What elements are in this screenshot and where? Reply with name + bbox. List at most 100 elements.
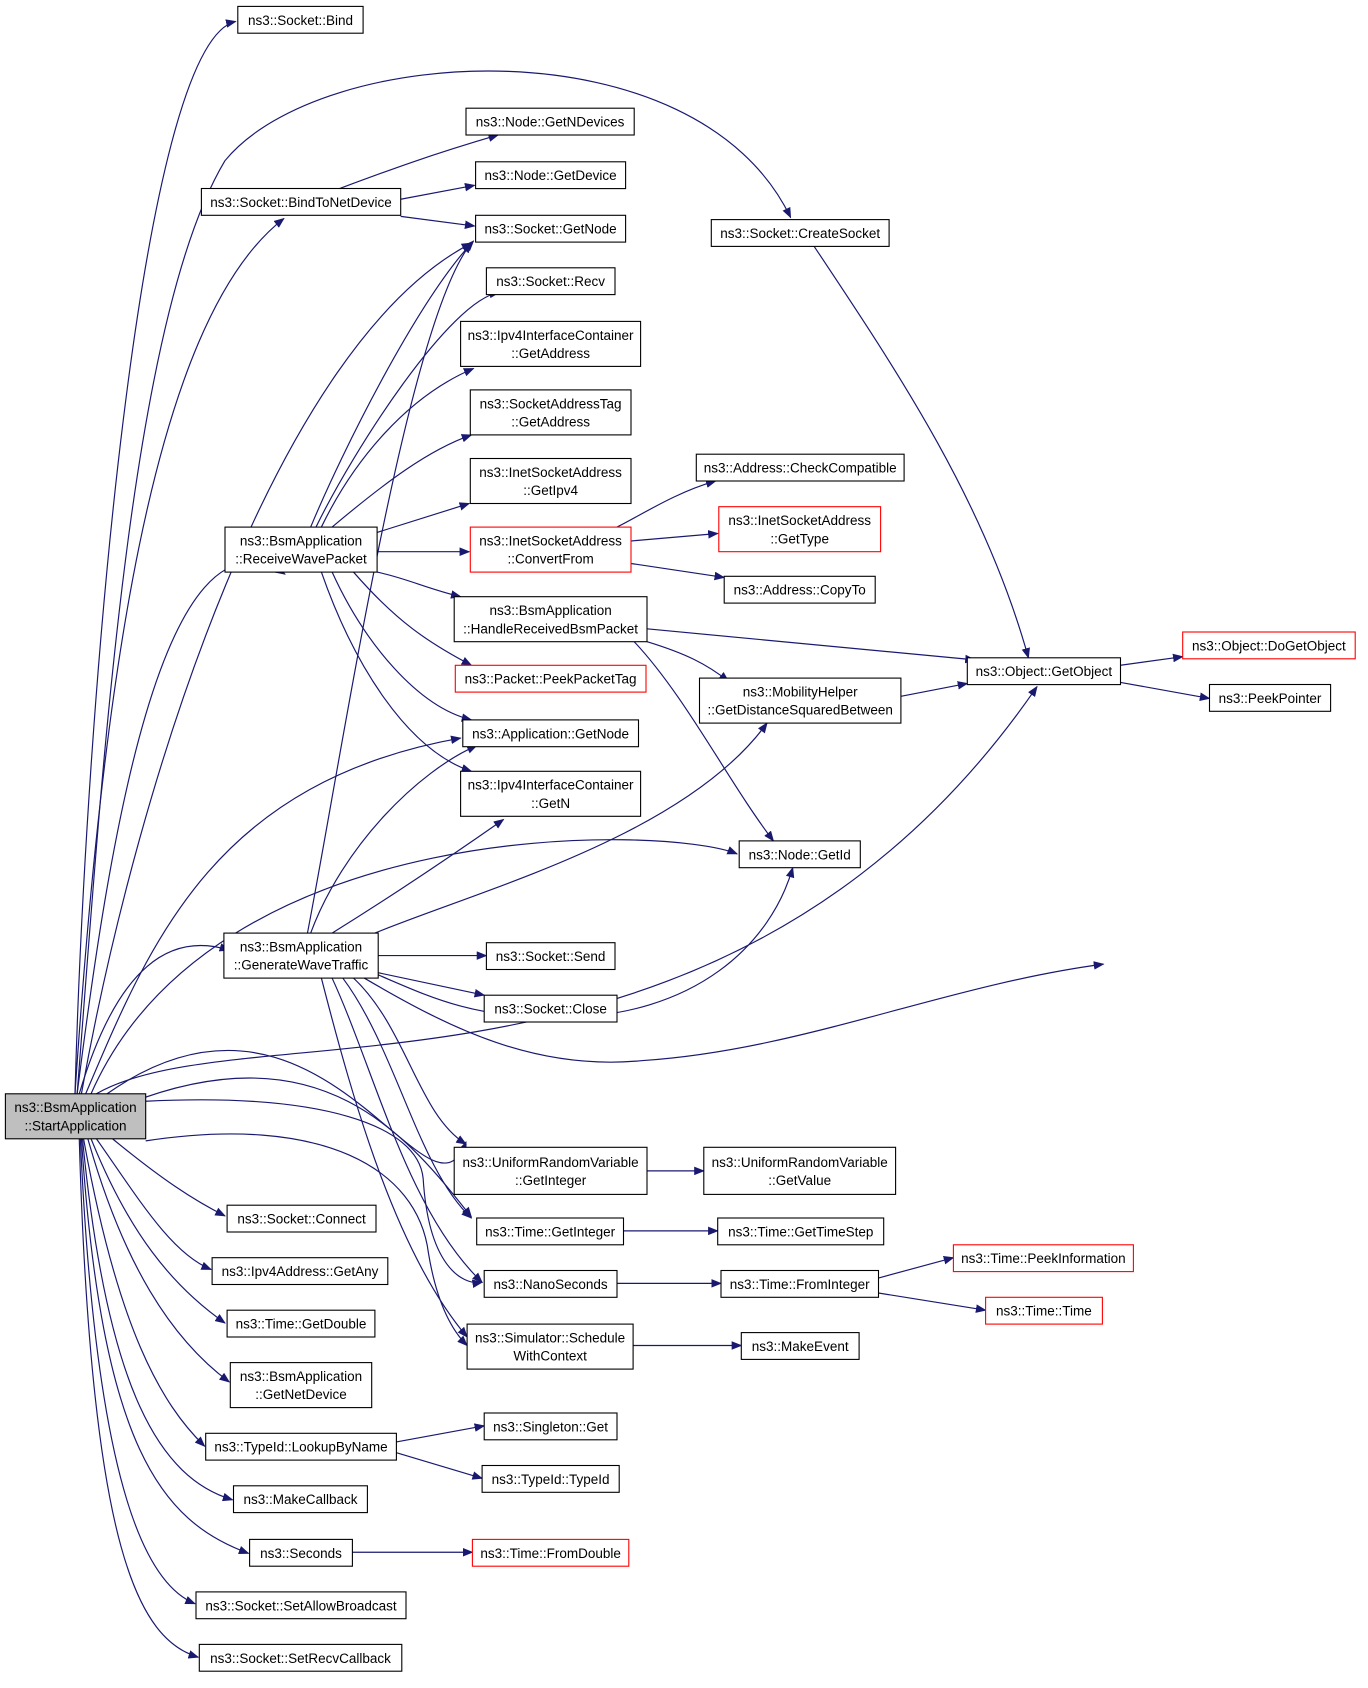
node-socket-recv[interactable]: ns3::Socket::Recv	[485, 267, 616, 296]
node-box[interactable]	[475, 214, 627, 243]
node-time-from-double[interactable]: ns3::Time::FromDouble	[471, 1538, 630, 1567]
node-typeid-typeid[interactable]: ns3::TypeId::TypeId	[481, 1464, 620, 1493]
node-box[interactable]	[1182, 631, 1356, 660]
node-root[interactable]: ns3::BsmApplication::StartApplication	[4, 1093, 147, 1140]
node-object-get-object[interactable]: ns3::Object::GetObject	[966, 657, 1122, 686]
node-box[interactable]	[229, 1362, 373, 1409]
node-box[interactable]	[476, 1217, 625, 1246]
node-box[interactable]	[985, 1296, 1103, 1325]
node-box[interactable]	[195, 1591, 407, 1620]
node-create-socket[interactable]: ns3::Socket::CreateSocket	[710, 219, 890, 247]
node-ipv4ic-get-address[interactable]: ns3::Ipv4InterfaceContainer::GetAddress	[460, 320, 642, 367]
node-time-time[interactable]: ns3::Time::Time	[985, 1296, 1103, 1325]
node-node-get-n-devices[interactable]: ns3::Node::GetNDevices	[465, 107, 635, 136]
node-make-event[interactable]: ns3::MakeEvent	[740, 1332, 860, 1360]
node-time-get-integer[interactable]: ns3::Time::GetInteger	[476, 1217, 625, 1246]
node-box[interactable]	[211, 1257, 389, 1286]
node-isa-get-type[interactable]: ns3::InetSocketAddress::GetType	[718, 506, 882, 553]
node-node-get-device[interactable]: ns3::Node::GetDevice	[475, 161, 627, 190]
node-box[interactable]	[198, 1643, 403, 1672]
node-box[interactable]	[4, 1093, 147, 1140]
node-box[interactable]	[469, 389, 632, 436]
node-ipv4ic-get-n[interactable]: ns3::Ipv4InterfaceContainer::GetN	[460, 770, 642, 817]
node-box[interactable]	[717, 1217, 885, 1246]
node-node-get-id[interactable]: ns3::Node::GetId	[738, 840, 861, 869]
node-box[interactable]	[237, 5, 364, 34]
node-socket-connect[interactable]: ns3::Socket::Connect	[226, 1204, 377, 1233]
node-box[interactable]	[952, 1244, 1134, 1273]
node-box[interactable]	[469, 526, 632, 573]
node-box[interactable]	[469, 457, 632, 505]
node-box[interactable]	[466, 1323, 634, 1370]
node-socket-set-allow-broadcast[interactable]: ns3::Socket::SetAllowBroadcast	[195, 1591, 407, 1620]
node-box[interactable]	[453, 596, 648, 643]
node-address-check-compatible[interactable]: ns3::Address::CheckCompatible	[695, 453, 905, 482]
node-handle-received-bsm[interactable]: ns3::BsmApplication::HandleReceivedBsmPa…	[453, 596, 648, 643]
node-box[interactable]	[720, 1269, 880, 1298]
node-box[interactable]	[966, 657, 1122, 686]
node-box[interactable]	[232, 1485, 368, 1514]
node-nano-seconds[interactable]: ns3::NanoSeconds	[483, 1269, 618, 1298]
node-box[interactable]	[223, 932, 379, 979]
node-box[interactable]	[460, 770, 642, 817]
node-box[interactable]	[710, 219, 890, 247]
node-box[interactable]	[483, 994, 618, 1023]
node-box[interactable]	[465, 107, 635, 136]
node-mobility-distance[interactable]: ns3::MobilityHelper::GetDistanceSquaredB…	[698, 677, 902, 724]
node-application-get-node[interactable]: ns3::Application::GetNode	[462, 719, 640, 748]
node-typeid-lookup[interactable]: ns3::TypeId::LookupByName	[205, 1432, 397, 1461]
node-box[interactable]	[738, 840, 861, 869]
node-box[interactable]	[481, 1464, 620, 1493]
node-box[interactable]	[718, 506, 882, 553]
node-urv-get-integer[interactable]: ns3::UniformRandomVariable::GetInteger	[453, 1146, 648, 1195]
node-time-get-time-step[interactable]: ns3::Time::GetTimeStep	[717, 1217, 885, 1246]
node-box[interactable]	[462, 719, 640, 748]
node-socket-set-recv-callback[interactable]: ns3::Socket::SetRecvCallback	[198, 1643, 403, 1672]
node-isa-get-ipv4[interactable]: ns3::InetSocketAddress::GetIpv4	[469, 457, 632, 505]
node-box[interactable]	[249, 1538, 353, 1567]
node-address-copy-to[interactable]: ns3::Address::CopyTo	[723, 575, 876, 604]
node-box[interactable]	[485, 942, 616, 971]
node-box[interactable]	[485, 267, 616, 296]
node-seconds[interactable]: ns3::Seconds	[249, 1538, 353, 1567]
node-box[interactable]	[205, 1432, 397, 1461]
node-ipv4-get-any[interactable]: ns3::Ipv4Address::GetAny	[211, 1257, 389, 1286]
node-time-peek-information[interactable]: ns3::Time::PeekInformation	[952, 1244, 1134, 1273]
node-socket-send[interactable]: ns3::Socket::Send	[485, 942, 616, 971]
node-bind-to-net-device[interactable]: ns3::Socket::BindToNetDevice	[200, 187, 402, 216]
node-box[interactable]	[454, 664, 647, 693]
node-box[interactable]	[471, 1538, 630, 1567]
node-box[interactable]	[698, 677, 902, 724]
node-receive-wave-packet[interactable]: ns3::BsmApplication::ReceiveWavePacket	[224, 526, 378, 573]
node-bind[interactable]: ns3::Socket::Bind	[237, 5, 364, 34]
node-box[interactable]	[695, 453, 905, 482]
node-time-get-double[interactable]: ns3::Time::GetDouble	[226, 1309, 376, 1338]
node-time-from-integer[interactable]: ns3::Time::FromInteger	[720, 1269, 880, 1298]
node-box[interactable]	[740, 1332, 860, 1360]
node-box[interactable]	[475, 161, 627, 190]
node-make-callback[interactable]: ns3::MakeCallback	[232, 1485, 368, 1514]
node-socket-get-node[interactable]: ns3::Socket::GetNode	[475, 214, 627, 243]
node-box[interactable]	[483, 1412, 618, 1441]
node-isa-convert-from[interactable]: ns3::InetSocketAddress::ConvertFrom	[469, 526, 632, 573]
node-box[interactable]	[453, 1146, 648, 1195]
node-packet-peek-tag[interactable]: ns3::Packet::PeekPacketTag	[454, 664, 647, 693]
node-peek-pointer[interactable]: ns3::PeekPointer	[1208, 683, 1332, 712]
node-box[interactable]	[200, 187, 402, 216]
node-sat-get-address[interactable]: ns3::SocketAddressTag::GetAddress	[469, 389, 632, 436]
node-box[interactable]	[226, 1204, 377, 1233]
node-box[interactable]	[224, 526, 378, 573]
node-box[interactable]	[723, 575, 876, 604]
node-socket-close[interactable]: ns3::Socket::Close	[483, 994, 618, 1023]
node-bsm-get-net-device[interactable]: ns3::BsmApplication::GetNetDevice	[229, 1362, 373, 1409]
node-object-do-get-object[interactable]: ns3::Object::DoGetObject	[1182, 631, 1356, 660]
node-box[interactable]	[226, 1309, 376, 1338]
node-box[interactable]	[460, 320, 642, 367]
node-urv-get-value[interactable]: ns3::UniformRandomVariable::GetValue	[703, 1146, 897, 1195]
node-box[interactable]	[1208, 683, 1332, 712]
node-singleton-get[interactable]: ns3::Singleton::Get	[483, 1412, 618, 1441]
node-box[interactable]	[703, 1146, 897, 1195]
node-box[interactable]	[483, 1269, 618, 1298]
node-generate-wave-traffic[interactable]: ns3::BsmApplication::GenerateWaveTraffic	[223, 932, 379, 979]
